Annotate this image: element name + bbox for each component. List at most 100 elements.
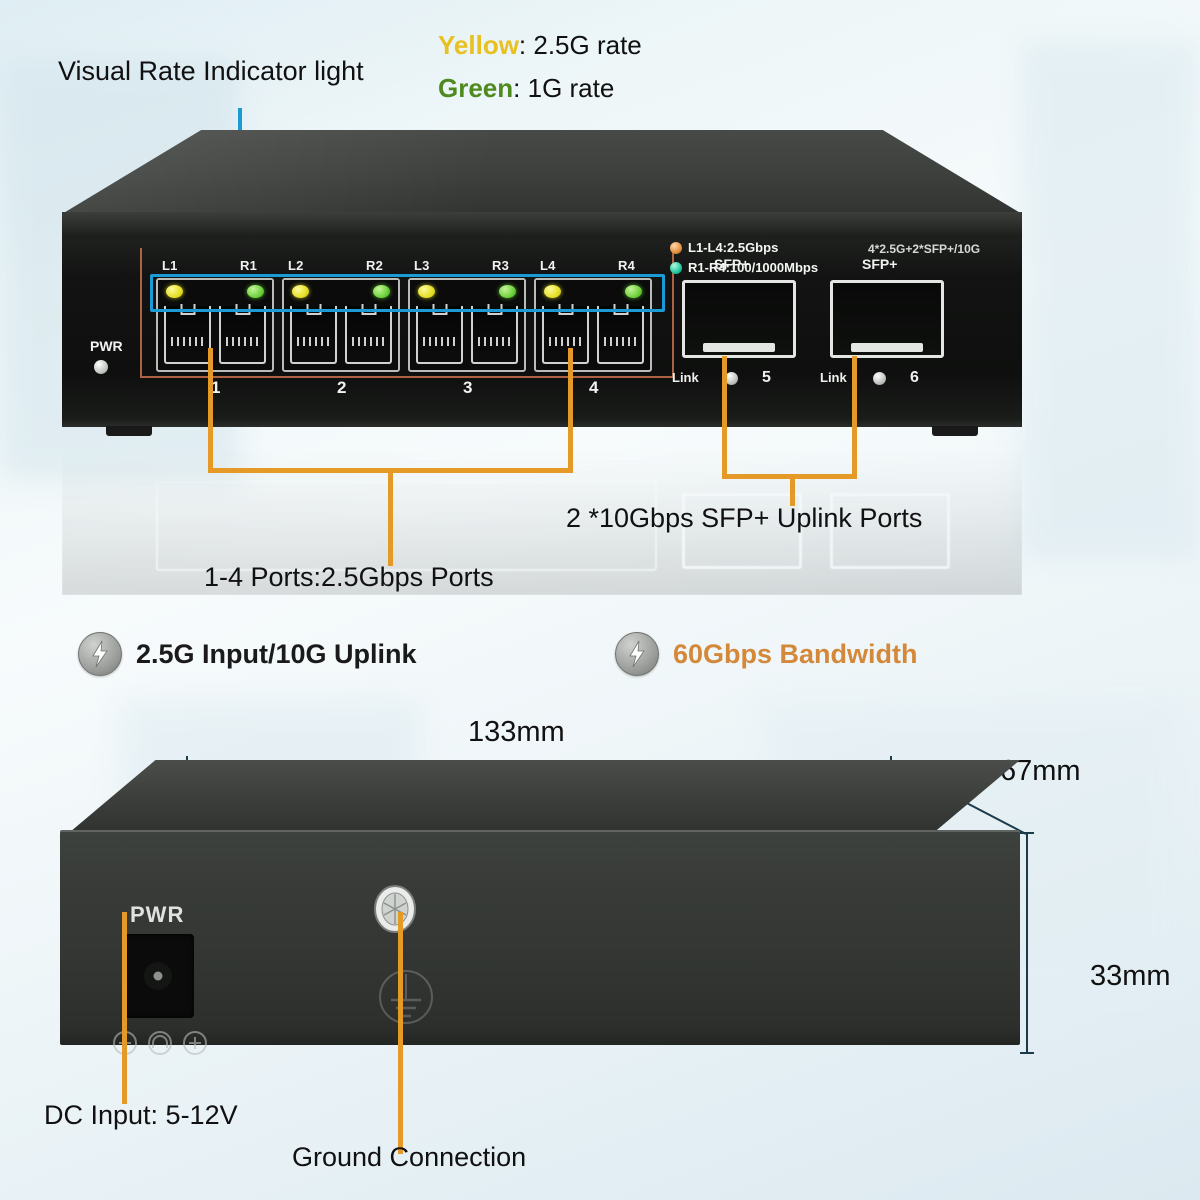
rj45-pins xyxy=(478,337,511,346)
led-label-r4: R4 xyxy=(618,258,636,273)
label-yellow-rate: Yellow: 2.5G rate xyxy=(438,30,642,61)
rj45-pins xyxy=(549,337,582,346)
led-label-r3: R3 xyxy=(492,258,510,273)
rear-chassis-top xyxy=(70,760,1020,832)
rj45-pins xyxy=(171,337,204,346)
link-label-6: Link xyxy=(820,370,847,385)
callout-line-sfp-right-vertical xyxy=(852,356,857,476)
rj45-port-2a[interactable] xyxy=(290,306,337,364)
led-row-1 xyxy=(158,280,272,304)
callout-line-ports-right-vertical xyxy=(568,348,573,470)
rj45-port-1b[interactable] xyxy=(219,306,266,364)
sfp-port-number-5: 5 xyxy=(762,369,771,386)
link-led-5 xyxy=(725,372,738,385)
led-r4-green xyxy=(625,285,642,298)
callout-line-ground xyxy=(398,912,403,1154)
yellow-key-text: Yellow xyxy=(438,30,519,60)
model-spec-text: 4*2.5G+2*SFP+/10G xyxy=(868,242,981,256)
legend-text-l1-l4: L1-L4:2.5Gbps xyxy=(688,240,779,255)
led-l4-yellow xyxy=(544,285,561,298)
led-label-r2: R2 xyxy=(366,258,384,273)
callout-line-sfp-horizontal xyxy=(722,474,857,479)
port-number-3: 3 xyxy=(463,378,473,397)
rj45-port-1a[interactable] xyxy=(164,306,211,364)
dimension-height-label: 33mm xyxy=(1090,960,1171,992)
label-ground-connection: Ground Connection xyxy=(292,1142,527,1172)
feature-badge-uplink: 2.5G Input/10G Uplink xyxy=(78,632,417,676)
legend-text-r1-r4: R1-R4:100/1000Mbps xyxy=(688,260,819,275)
label-2-5g-ports: 1-4 Ports:2.5Gbps Ports xyxy=(204,562,494,592)
dimension-height-line xyxy=(1026,832,1028,1054)
rj45-port-3b[interactable] xyxy=(471,306,518,364)
sfp-port-number-6: 6 xyxy=(910,369,919,386)
feature-badge-bandwidth: 60Gbps Bandwidth xyxy=(615,632,918,676)
feature-label-uplink: 2.5G Input/10G Uplink xyxy=(136,638,417,669)
led-l2-yellow xyxy=(292,285,309,298)
sfp-label-6: SFP+ xyxy=(862,256,898,272)
chassis-foot-right xyxy=(932,426,978,436)
callout-line-ports-left-vertical xyxy=(208,348,213,470)
led-r3-green xyxy=(499,285,516,298)
link-label-5: Link xyxy=(672,370,699,385)
callout-line-sfp-stem xyxy=(790,474,795,506)
chassis-front-face: PWR xyxy=(62,212,1022,436)
switch-front-view: PWR xyxy=(62,130,1022,440)
dimension-height-tick-top xyxy=(1020,832,1034,834)
label-green-rate: Green: 1G rate xyxy=(438,73,614,104)
callout-line-sfp-left-vertical xyxy=(722,356,727,476)
rj45-pins xyxy=(297,337,330,346)
green-rate-text: : 1G rate xyxy=(513,73,615,103)
yellow-rate-text: : 2.5G rate xyxy=(518,30,642,60)
chassis-foot-left xyxy=(106,426,152,436)
rj45-port-4a[interactable] xyxy=(542,306,589,364)
port-number-1: 1 xyxy=(211,378,221,397)
led-row-2 xyxy=(284,280,398,304)
lightning-bolt-icon xyxy=(615,632,659,676)
rj45-pins xyxy=(423,337,456,346)
rj45-pins xyxy=(226,337,259,346)
lightning-bolt-icon xyxy=(78,632,122,676)
label-dc-input: DC Input: 5-12V xyxy=(44,1100,238,1130)
rj45-pair-4[interactable] xyxy=(534,278,652,372)
rj45-port-4b[interactable] xyxy=(597,306,644,364)
sfp-cage-6[interactable] xyxy=(830,280,944,358)
pwr-label: PWR xyxy=(90,338,123,354)
link-led-6 xyxy=(873,372,886,385)
callout-line-dc-input xyxy=(122,912,127,1104)
legend-dot-orange xyxy=(670,242,682,254)
port-number-2: 2 xyxy=(337,378,347,397)
led-row-3 xyxy=(410,280,524,304)
rj45-port-2b[interactable] xyxy=(345,306,392,364)
rj45-pins xyxy=(604,337,637,346)
led-label-l3: L3 xyxy=(414,258,430,273)
led-label-l2: L2 xyxy=(288,258,304,273)
earth-ground-icon xyxy=(379,970,433,1024)
rj45-block-outline xyxy=(140,248,674,378)
rear-chassis-face: PWR xyxy=(60,830,1020,1055)
green-key-text: Green xyxy=(438,73,514,103)
rj45-pins xyxy=(352,337,385,346)
pwr-led-indicator xyxy=(94,360,108,374)
rj45-pair-1[interactable] xyxy=(156,278,274,372)
led-label-r1: R1 xyxy=(240,258,258,273)
led-l3-yellow xyxy=(418,285,435,298)
rj45-pair-3[interactable] xyxy=(408,278,526,372)
sfp-cage-5[interactable] xyxy=(682,280,796,358)
led-r2-green xyxy=(373,285,390,298)
led-r1-green xyxy=(247,285,264,298)
rj45-pair-2[interactable] xyxy=(282,278,400,372)
dimension-width-label: 133mm xyxy=(468,716,565,748)
label-sfp-uplink-ports: 2 *10Gbps SFP+ Uplink Ports xyxy=(566,503,923,533)
led-label-l4: L4 xyxy=(540,258,556,273)
chassis-top xyxy=(62,130,1022,214)
feature-label-bandwidth: 60Gbps Bandwidth xyxy=(673,638,918,669)
led-strip-highlight-box xyxy=(150,274,665,312)
dimension-height-tick-bottom xyxy=(1020,1052,1034,1054)
dc-power-jack[interactable] xyxy=(122,934,194,1018)
led-label-l1: L1 xyxy=(162,258,178,273)
led-l1-yellow xyxy=(166,285,183,298)
sfp-label-5: SFP+ xyxy=(714,256,750,272)
ground-screw-icon xyxy=(374,885,416,933)
callout-line-ports-stem xyxy=(388,468,393,566)
rj45-port-3a[interactable] xyxy=(416,306,463,364)
